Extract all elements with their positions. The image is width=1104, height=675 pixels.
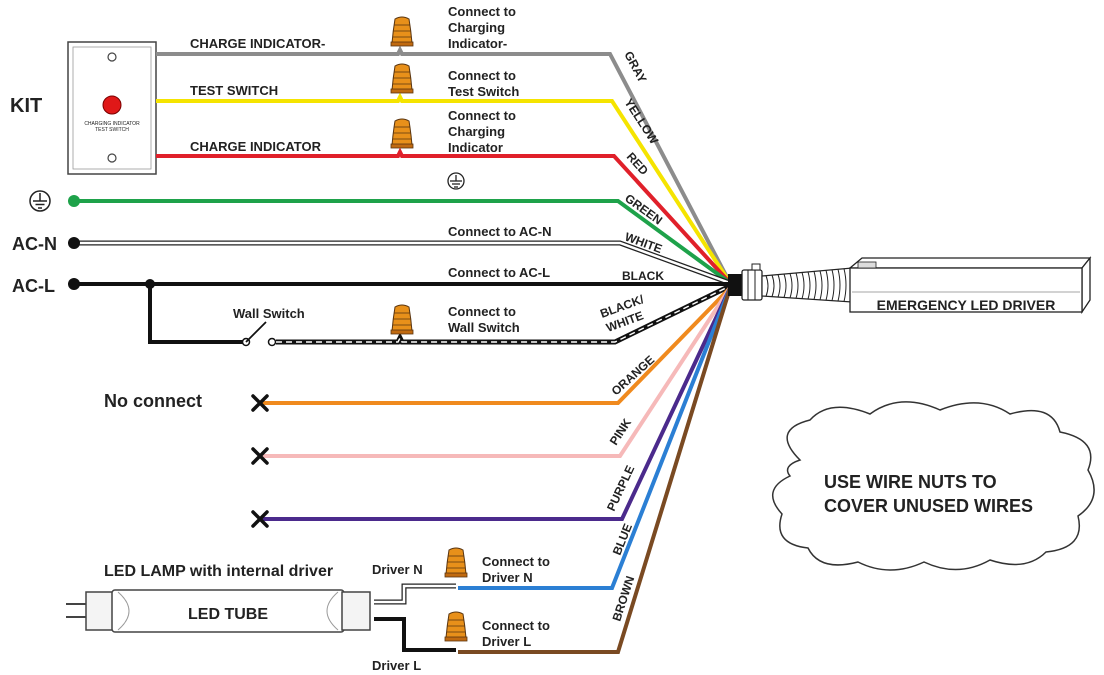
- conduit-rib: [837, 269, 841, 302]
- wire-nut-icon: [390, 118, 414, 149]
- conduit-rib: [843, 268, 847, 302]
- ground-icon: [447, 172, 465, 190]
- lamp-title: LED LAMP with internal driver: [104, 563, 333, 580]
- connect-label: Connect to: [482, 618, 550, 633]
- conduit-rib: [783, 273, 787, 298]
- led-tube-icon: [66, 589, 371, 633]
- wire-yellow: [156, 92, 732, 285]
- driver-label: EMERGENCY LED DRIVER: [877, 297, 1056, 313]
- connect-label: Connect to: [448, 68, 516, 83]
- note-cloud: [772, 401, 1095, 571]
- kit-plate: CHARGING INDICATOR TEST SWITCH: [67, 41, 157, 175]
- wire-blue: [458, 287, 732, 590]
- connect-label: Driver N: [482, 570, 533, 585]
- conduit-connector: [728, 263, 763, 301]
- cloud-line-1: USE WIRE NUTS TO: [824, 472, 997, 492]
- wire-green: [74, 199, 732, 285]
- conduit-rib: [795, 272, 799, 299]
- conduit-rib: [813, 271, 817, 300]
- connect-label: Indicator: [448, 140, 503, 155]
- connect-label: Driver L: [482, 634, 531, 649]
- test-button: [102, 95, 122, 115]
- wire-pink: [260, 286, 732, 458]
- cloud-line-2: COVER UNUSED WIRES: [824, 496, 1033, 516]
- connect-label: Test Switch: [448, 84, 519, 99]
- wire-nut-icon: [444, 611, 468, 642]
- connect-label: Connect to: [448, 108, 516, 123]
- label-charge-indicator: CHARGE INDICATOR: [190, 139, 322, 154]
- conduit-rib: [777, 274, 781, 298]
- label-ac-n: AC-N: [12, 234, 57, 254]
- wire-label-orange: ORANGE: [609, 353, 658, 399]
- connect-label: Indicator-: [448, 36, 507, 51]
- wire-nut-icon: [390, 304, 414, 335]
- label-driver-n: Driver N: [372, 562, 423, 577]
- label-driver-l: Driver L: [372, 658, 421, 673]
- conduit-rib: [819, 270, 823, 300]
- no-connect-x-icon: [251, 447, 269, 465]
- conduit-rib: [765, 275, 769, 297]
- label-wall-switch: Wall Switch: [233, 306, 305, 321]
- connect-label: Charging: [448, 124, 505, 139]
- label-test-switch: TEST SWITCH: [190, 83, 278, 98]
- wire-purple: [260, 287, 732, 521]
- emergency-led-driver: [848, 256, 1092, 315]
- label-ac-l: AC-L: [12, 276, 55, 296]
- label-charge-indicator-neg: CHARGE INDICATOR-: [190, 36, 325, 51]
- wire-nut-icon: [390, 16, 414, 47]
- kit-title: KIT: [10, 95, 42, 117]
- connect-label: Connect to AC-N: [448, 224, 552, 239]
- connect-label: Connect to: [448, 304, 516, 319]
- terminal-dot: [68, 237, 80, 249]
- switch-contact: [267, 337, 277, 347]
- connect-label: Connect to: [482, 554, 550, 569]
- conduit-rib: [789, 273, 793, 299]
- wire-label-purple: PURPLE: [604, 463, 637, 513]
- label-no-connect: No connect: [104, 391, 202, 411]
- connect-label: Connect to AC-L: [448, 265, 550, 280]
- conduit-rib: [831, 269, 835, 301]
- no-connect-x-icon: [251, 510, 269, 528]
- wire-gray: [156, 45, 732, 284]
- ground-icon: [29, 190, 51, 212]
- conduit-rib: [825, 270, 829, 301]
- conduit-rib: [801, 272, 805, 299]
- wall-switch-icon: [245, 321, 267, 343]
- plate-text-1: CHARGING INDICATOR: [84, 121, 140, 127]
- conduit-rib: [771, 274, 775, 297]
- connect-label: Charging: [448, 20, 505, 35]
- flex-conduit: [761, 267, 853, 303]
- conduit-rib: [807, 271, 811, 300]
- connect-label: Connect to: [448, 4, 516, 19]
- terminal-dot: [68, 278, 80, 290]
- wire-red: [156, 147, 732, 285]
- wire-label-black: BLACK: [622, 269, 664, 283]
- plate-text-2: TEST SWITCH: [95, 127, 129, 133]
- wire-brown: [458, 287, 732, 654]
- connect-label: Wall Switch: [448, 320, 520, 335]
- no-connect-x-icon: [251, 394, 269, 412]
- terminal-dot: [68, 195, 80, 207]
- wire-nut-icon: [444, 547, 468, 578]
- tube-label: LED TUBE: [188, 606, 268, 623]
- wire-orange: [260, 286, 732, 405]
- wire-nut-icon: [390, 63, 414, 94]
